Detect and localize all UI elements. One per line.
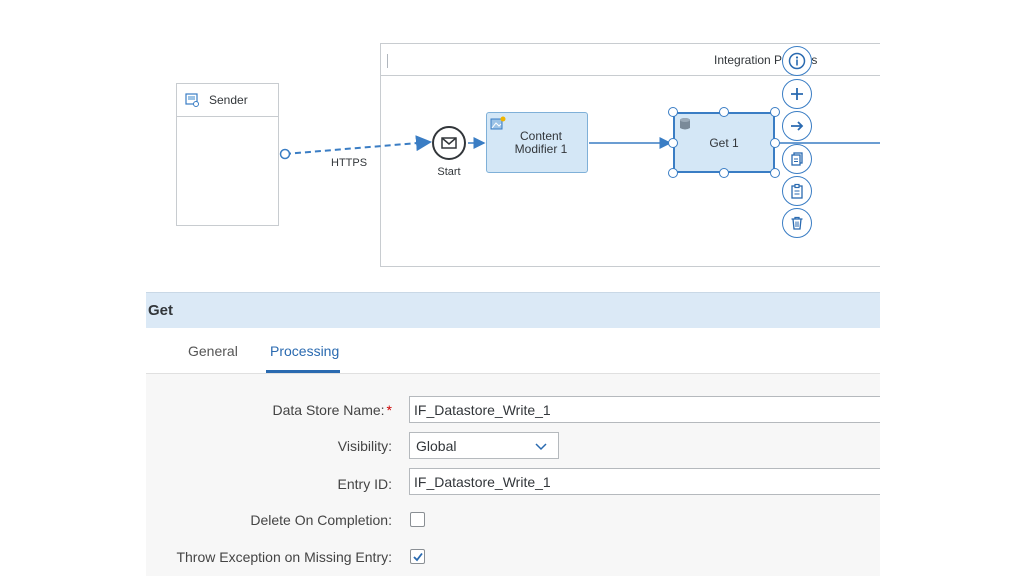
get-step-label: Get 1	[709, 135, 739, 150]
copy-button[interactable]	[782, 144, 812, 174]
delete-button[interactable]	[782, 208, 812, 238]
checkmark-icon	[413, 552, 423, 562]
integration-process-pool[interactable]: Integration Process	[380, 43, 900, 267]
resize-handle-right[interactable]	[770, 138, 780, 148]
visibility-value: Global	[416, 437, 457, 454]
info-button[interactable]	[782, 46, 812, 76]
data-store-name-input[interactable]: IF_Datastore_Write_1	[409, 396, 889, 423]
plus-icon	[791, 88, 803, 100]
active-tab-indicator	[266, 370, 340, 373]
resize-handle-bottom-right[interactable]	[770, 168, 780, 178]
paste-icon	[791, 183, 803, 199]
content-modifier-label: Content Modifier 1	[514, 128, 568, 156]
throw-exception-label: Throw Exception on Missing Entry:	[176, 549, 392, 565]
content-modifier-label-line2: Modifier 1	[514, 141, 568, 156]
get-step[interactable]: Get 1	[673, 112, 775, 173]
throw-exception-checkbox[interactable]	[410, 549, 425, 564]
resize-handle-top-right[interactable]	[770, 107, 780, 117]
tab-general[interactable]: General	[188, 343, 238, 359]
connection-label: HTTPS	[331, 157, 368, 169]
entry-id-label: Entry ID:	[337, 476, 392, 492]
visibility-label: Visibility:	[337, 438, 392, 454]
visibility-select[interactable]: Global	[409, 432, 559, 459]
start-event[interactable]	[432, 126, 466, 160]
entry-id-input[interactable]: IF_Datastore_Write_1	[409, 468, 889, 495]
resize-handle-top[interactable]	[719, 107, 729, 117]
delete-on-completion-checkbox[interactable]	[410, 512, 425, 527]
tab-processing[interactable]: Processing	[270, 343, 340, 359]
https-connection[interactable]	[279, 135, 432, 160]
paste-button[interactable]	[782, 176, 812, 206]
arrow-right-icon	[791, 121, 804, 131]
envelope-icon	[441, 137, 457, 149]
required-asterisk: *	[386, 402, 392, 418]
resize-handle-bottom[interactable]	[719, 168, 729, 178]
chevron-down-icon	[535, 443, 547, 451]
sender-label: Sender	[209, 93, 248, 107]
resize-handle-left[interactable]	[668, 138, 678, 148]
data-store-name-label-text: Data Store Name:	[272, 402, 385, 418]
pool-header-divider	[387, 54, 388, 68]
start-label: Start	[437, 166, 461, 178]
connectors-layer	[279, 135, 880, 160]
delete-on-completion-label: Delete On Completion:	[250, 512, 392, 528]
resize-handle-bottom-left[interactable]	[668, 168, 678, 178]
info-icon	[788, 52, 806, 70]
resize-handle-top-left[interactable]	[668, 107, 678, 117]
copy-icon	[791, 152, 803, 166]
integration-flow-canvas[interactable]: Sender Integration Process HTTP	[0, 0, 1024, 290]
connect-button[interactable]	[782, 111, 812, 141]
panel-tabs: General Processing	[146, 328, 880, 374]
trash-icon	[791, 216, 803, 230]
properties-panel: Get General Processing Data Store Name:*…	[146, 292, 889, 576]
sender-participant[interactable]: Sender	[176, 83, 279, 226]
content-modifier-label-line1: Content	[519, 128, 563, 143]
data-store-name-label: Data Store Name:*	[272, 402, 392, 418]
add-button[interactable]	[782, 79, 812, 109]
panel-title: Get	[146, 292, 880, 328]
sender-header: Sender	[177, 84, 278, 117]
database-icon	[680, 118, 690, 130]
content-modifier-icon	[490, 116, 506, 130]
content-modifier-step[interactable]: Content Modifier 1	[486, 112, 588, 173]
page-margin-right	[880, 0, 1024, 576]
participant-icon	[185, 93, 199, 107]
